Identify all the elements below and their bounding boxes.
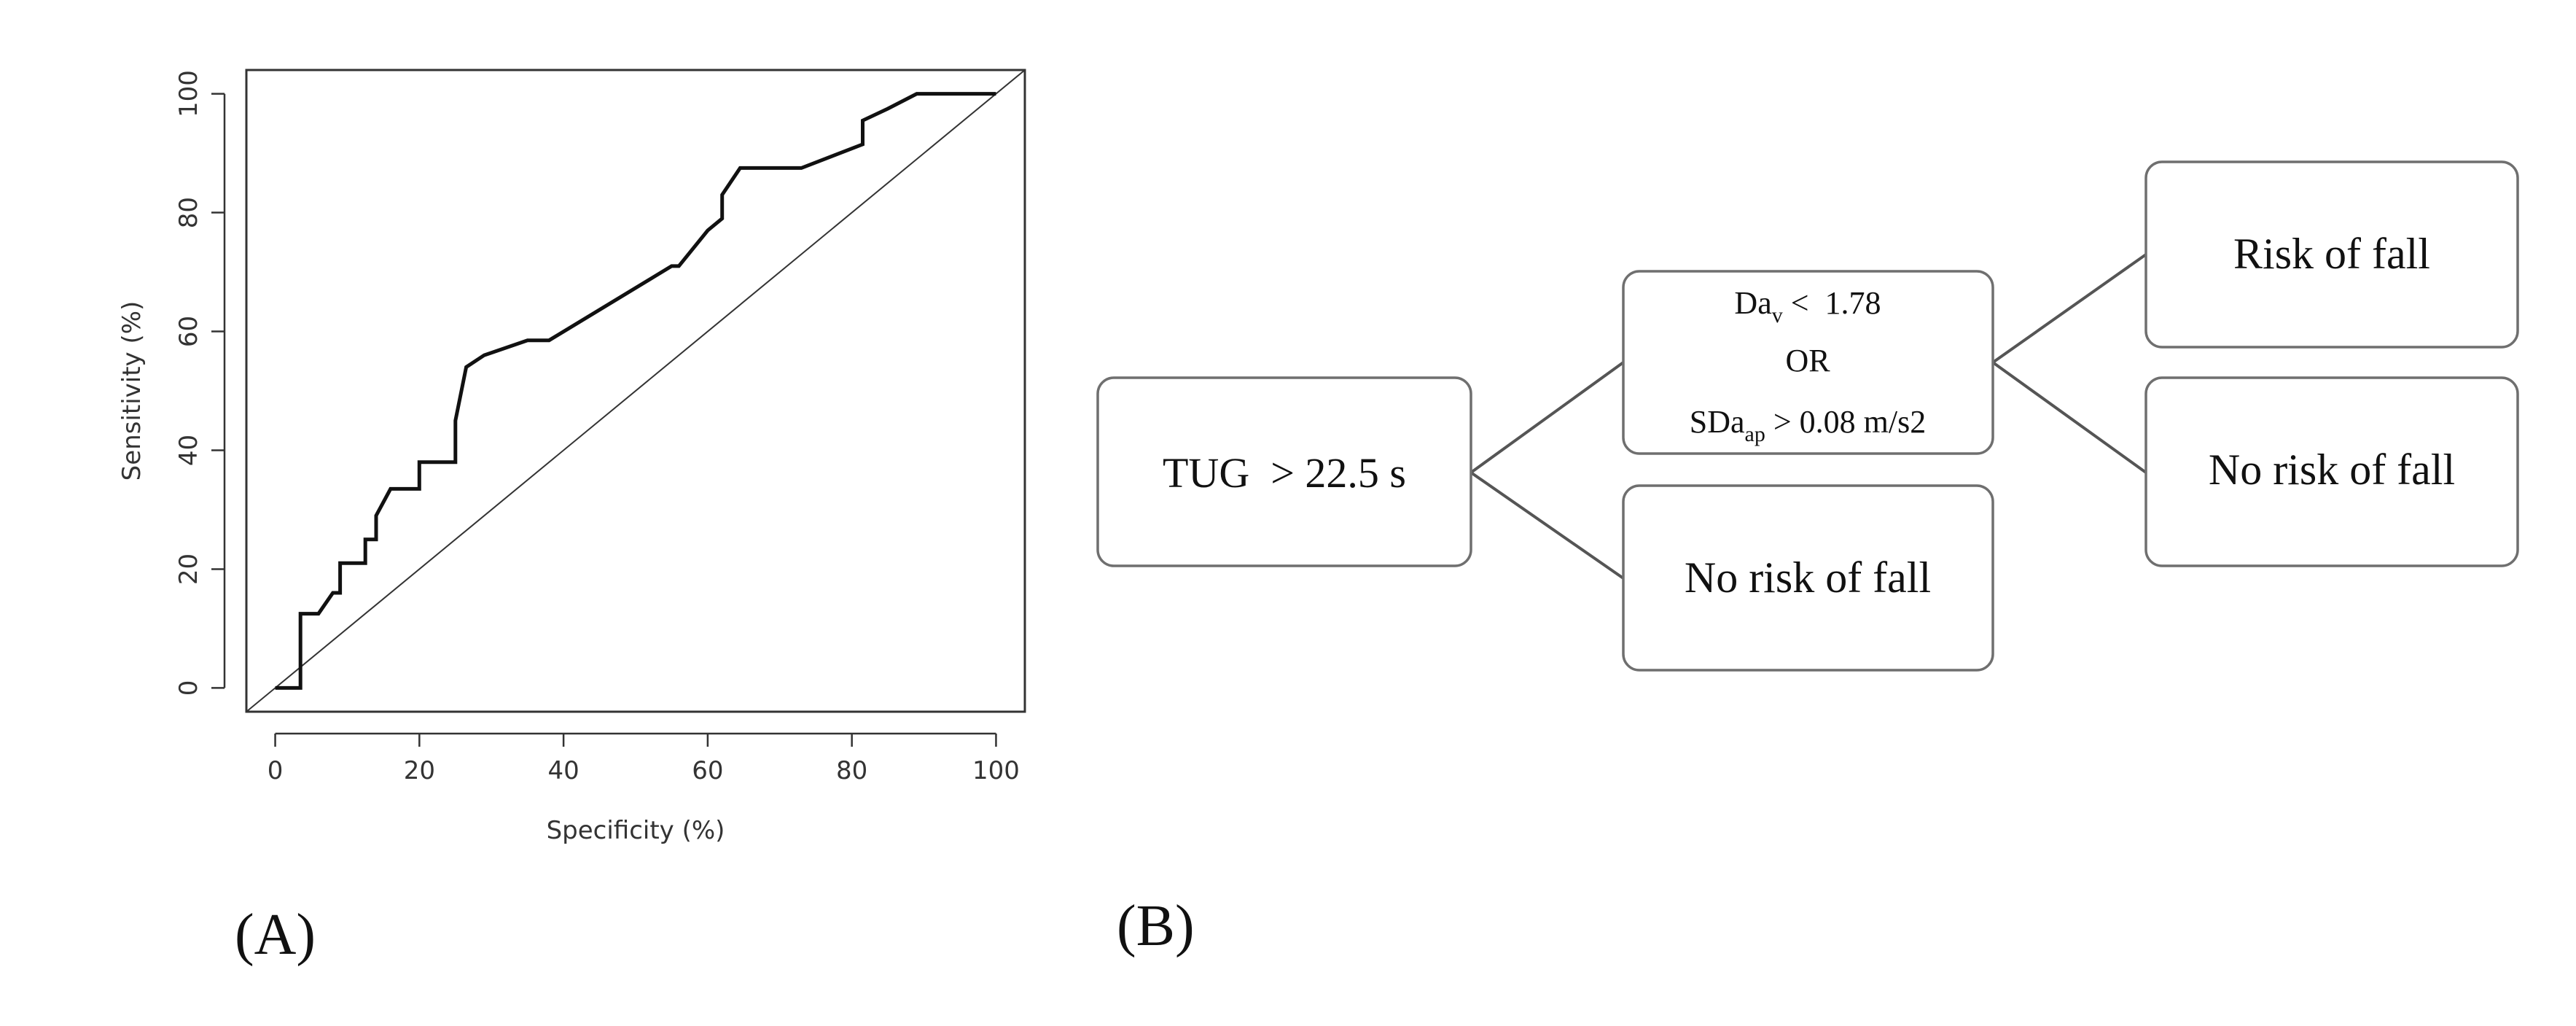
roc-curve-group <box>275 92 996 690</box>
panel-label-a: (A) <box>235 903 316 967</box>
y-tick-label: 60 <box>174 316 203 347</box>
node-condition: Dav < 1.78 OR SDaap > 0.08 m/s2 <box>1622 270 1994 455</box>
x-tick-label: 60 <box>692 756 723 785</box>
roc-curve <box>275 92 996 690</box>
x-tick-label: 0 <box>268 756 284 785</box>
decision-tree: TUG > 22.5 s Dav < 1.78 OR SDaap > 0.08 … <box>1096 160 2519 672</box>
condition-sub-ap: ap <box>1745 422 1765 446</box>
condition-line-3: SDaap > 0.08 m/s2 <box>1690 404 1927 446</box>
condition-sub-v: v <box>1772 303 1783 327</box>
node-risk: Risk of fall <box>2144 160 2519 349</box>
y-tick-label: 40 <box>174 435 203 466</box>
reference-diagonal-group <box>246 69 1026 712</box>
x-axis: 0 20 40 60 80 100 <box>268 732 1020 785</box>
condition-var-da: Da <box>1734 285 1771 321</box>
x-axis-label: Specificity (%) <box>547 816 725 845</box>
node-no-risk-direct-label: No risk of fall <box>1685 553 1931 602</box>
y-axis-label: Sensitivity (%) <box>117 301 147 481</box>
condition-threshold-1: < 1.78 <box>1783 285 1881 321</box>
node-risk-label: Risk of fall <box>2233 230 2430 278</box>
panel-label-b: (B) <box>1117 894 1195 958</box>
condition-threshold-2: > 0.08 m/s2 <box>1765 404 1926 440</box>
x-tick-label: 80 <box>836 756 867 785</box>
condition-line-1: Dav < 1.78 <box>1734 285 1881 327</box>
y-axis: 0 20 40 60 80 100 <box>174 70 226 696</box>
x-tick-label: 100 <box>972 756 1020 785</box>
node-no-risk: No risk of fall <box>2144 376 2519 567</box>
y-tick-label: 20 <box>174 553 203 585</box>
edge-condition-to-risk <box>1991 253 2147 364</box>
node-no-risk-direct: No risk of fall <box>1622 484 1994 672</box>
edge-condition-to-no-risk <box>1991 361 2147 474</box>
plot-frame <box>245 69 1026 713</box>
roc-chart: 0 20 40 60 80 100 0 20 40 60 80 100 Specificity (%… <box>117 69 1026 845</box>
x-tick-label: 40 <box>547 756 579 785</box>
y-tick-label: 0 <box>174 680 203 696</box>
node-root: TUG > 22.5 s <box>1096 376 1472 567</box>
edge-root-to-condition <box>1470 361 1625 474</box>
condition-var-sda: SDa <box>1690 404 1745 440</box>
condition-or: OR <box>1785 343 1830 378</box>
reference-diagonal-line <box>246 69 1026 712</box>
y-tick-label: 100 <box>174 70 203 117</box>
y-tick-label: 80 <box>174 197 203 228</box>
x-tick-label: 20 <box>404 756 435 785</box>
edge-root-to-no-risk <box>1470 471 1625 580</box>
node-no-risk-label: No risk of fall <box>2209 446 2455 494</box>
node-root-label: TUG > 22.5 s <box>1163 449 1406 497</box>
